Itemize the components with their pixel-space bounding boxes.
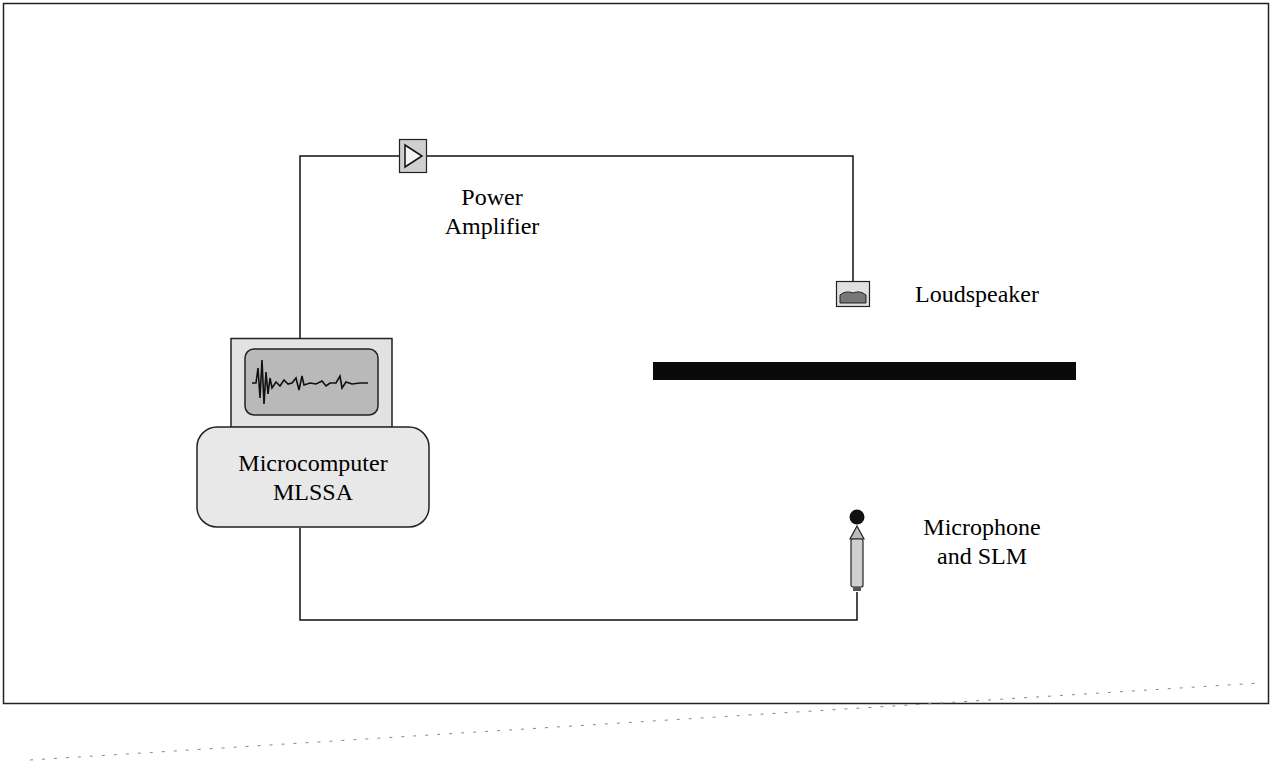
loudspeaker-symbol: Loudspeaker [836,281,870,307]
barrier-wall [653,362,1076,380]
frame [4,4,1269,704]
amp-icon [399,139,427,173]
mic-icon [843,509,871,592]
speaker-icon [836,281,870,307]
label-holder: Power Amplifier [437,183,547,241]
signal-wire [300,528,857,620]
signal-wire [300,156,399,338]
amplifier-symbol: Power Amplifier [399,139,427,173]
node-label: Microcomputer MLSSA [216,449,410,507]
scan-artifact-line [30,683,1260,760]
label-holder: Loudspeaker [915,280,1135,309]
node-label: Loudspeaker [915,280,1135,309]
signal-wire [427,156,853,281]
microphone-symbol: Microphone and SLM [843,509,871,592]
label-holder: Microphone and SLM [912,513,1052,571]
node-label: Microphone and SLM [912,513,1052,571]
computer-box: Microcomputer MLSSA [196,338,430,528]
label-holder: Microcomputer MLSSA [196,427,430,528]
node-label: Power Amplifier [437,183,547,241]
